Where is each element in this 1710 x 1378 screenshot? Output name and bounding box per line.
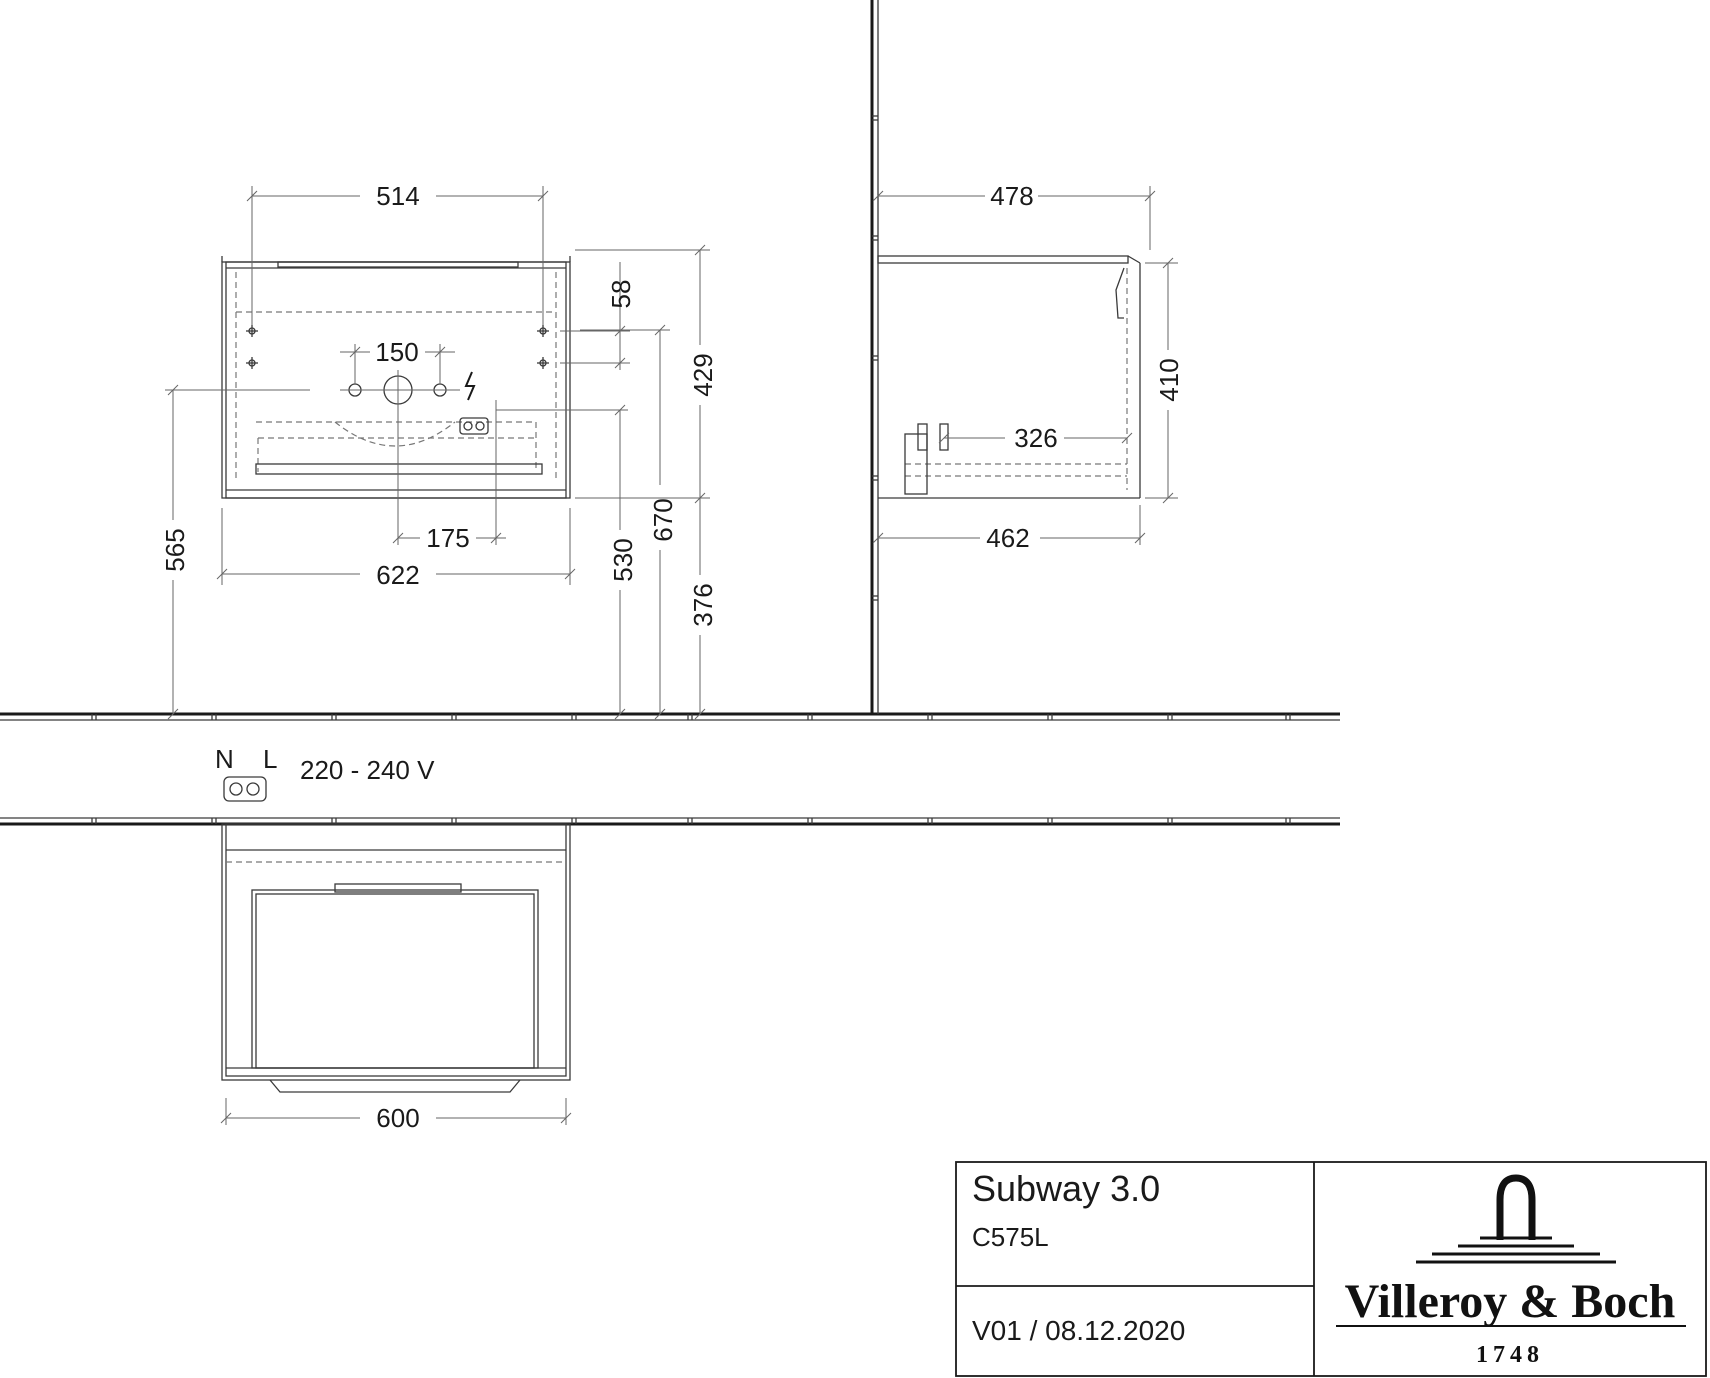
dim-462: 462 [986,523,1029,553]
brand-year: 1748 [1476,1342,1544,1368]
drain-and-supply-holes [340,370,460,410]
title-block [955,1161,1707,1377]
electrical-socket-legend: N L 220 - 240 V [215,744,435,802]
live-label: L [263,744,277,774]
dim-530: 530 [608,538,638,581]
top-view-cabinet [221,823,571,1093]
product-code: C575L [972,1222,1049,1252]
front-view-dimension-lines [165,186,710,720]
side-view-dimension-lines [872,186,1178,545]
dim-58: 58 [606,280,636,309]
front-view-cabinet [221,256,571,499]
dim-376: 376 [688,583,718,626]
floor-line-upper [0,712,1340,721]
side-view-cabinet [877,255,1141,499]
dim-622: 622 [376,560,419,590]
mounting-holes [246,325,549,369]
dim-175: 175 [426,523,469,553]
dim-565: 565 [160,528,190,571]
wall-line-lower [0,817,1340,826]
dim-478: 478 [990,181,1033,211]
version-date: V01 / 08.12.2020 [972,1315,1185,1346]
dim-150: 150 [375,337,418,367]
dim-429: 429 [688,353,718,396]
product-name: Subway 3.0 [972,1168,1160,1209]
dim-514: 514 [376,181,419,211]
voltage-label: 220 - 240 V [300,755,435,785]
top-view-dimension-lines [220,1098,572,1125]
side-view-wall [870,0,879,714]
dim-670: 670 [648,498,678,541]
neutral-label: N [215,744,234,774]
electric-hazard-icon [464,371,476,401]
dim-326: 326 [1014,423,1057,453]
villeroy-boch-logo: Villeroy & Boch 1748 [1336,1174,1686,1368]
brand-name: Villeroy & Boch [1345,1275,1676,1328]
fountain-icon [1496,1174,1536,1240]
dim-410: 410 [1154,358,1184,401]
dim-600: 600 [376,1103,419,1133]
socket-icon [459,417,489,435]
